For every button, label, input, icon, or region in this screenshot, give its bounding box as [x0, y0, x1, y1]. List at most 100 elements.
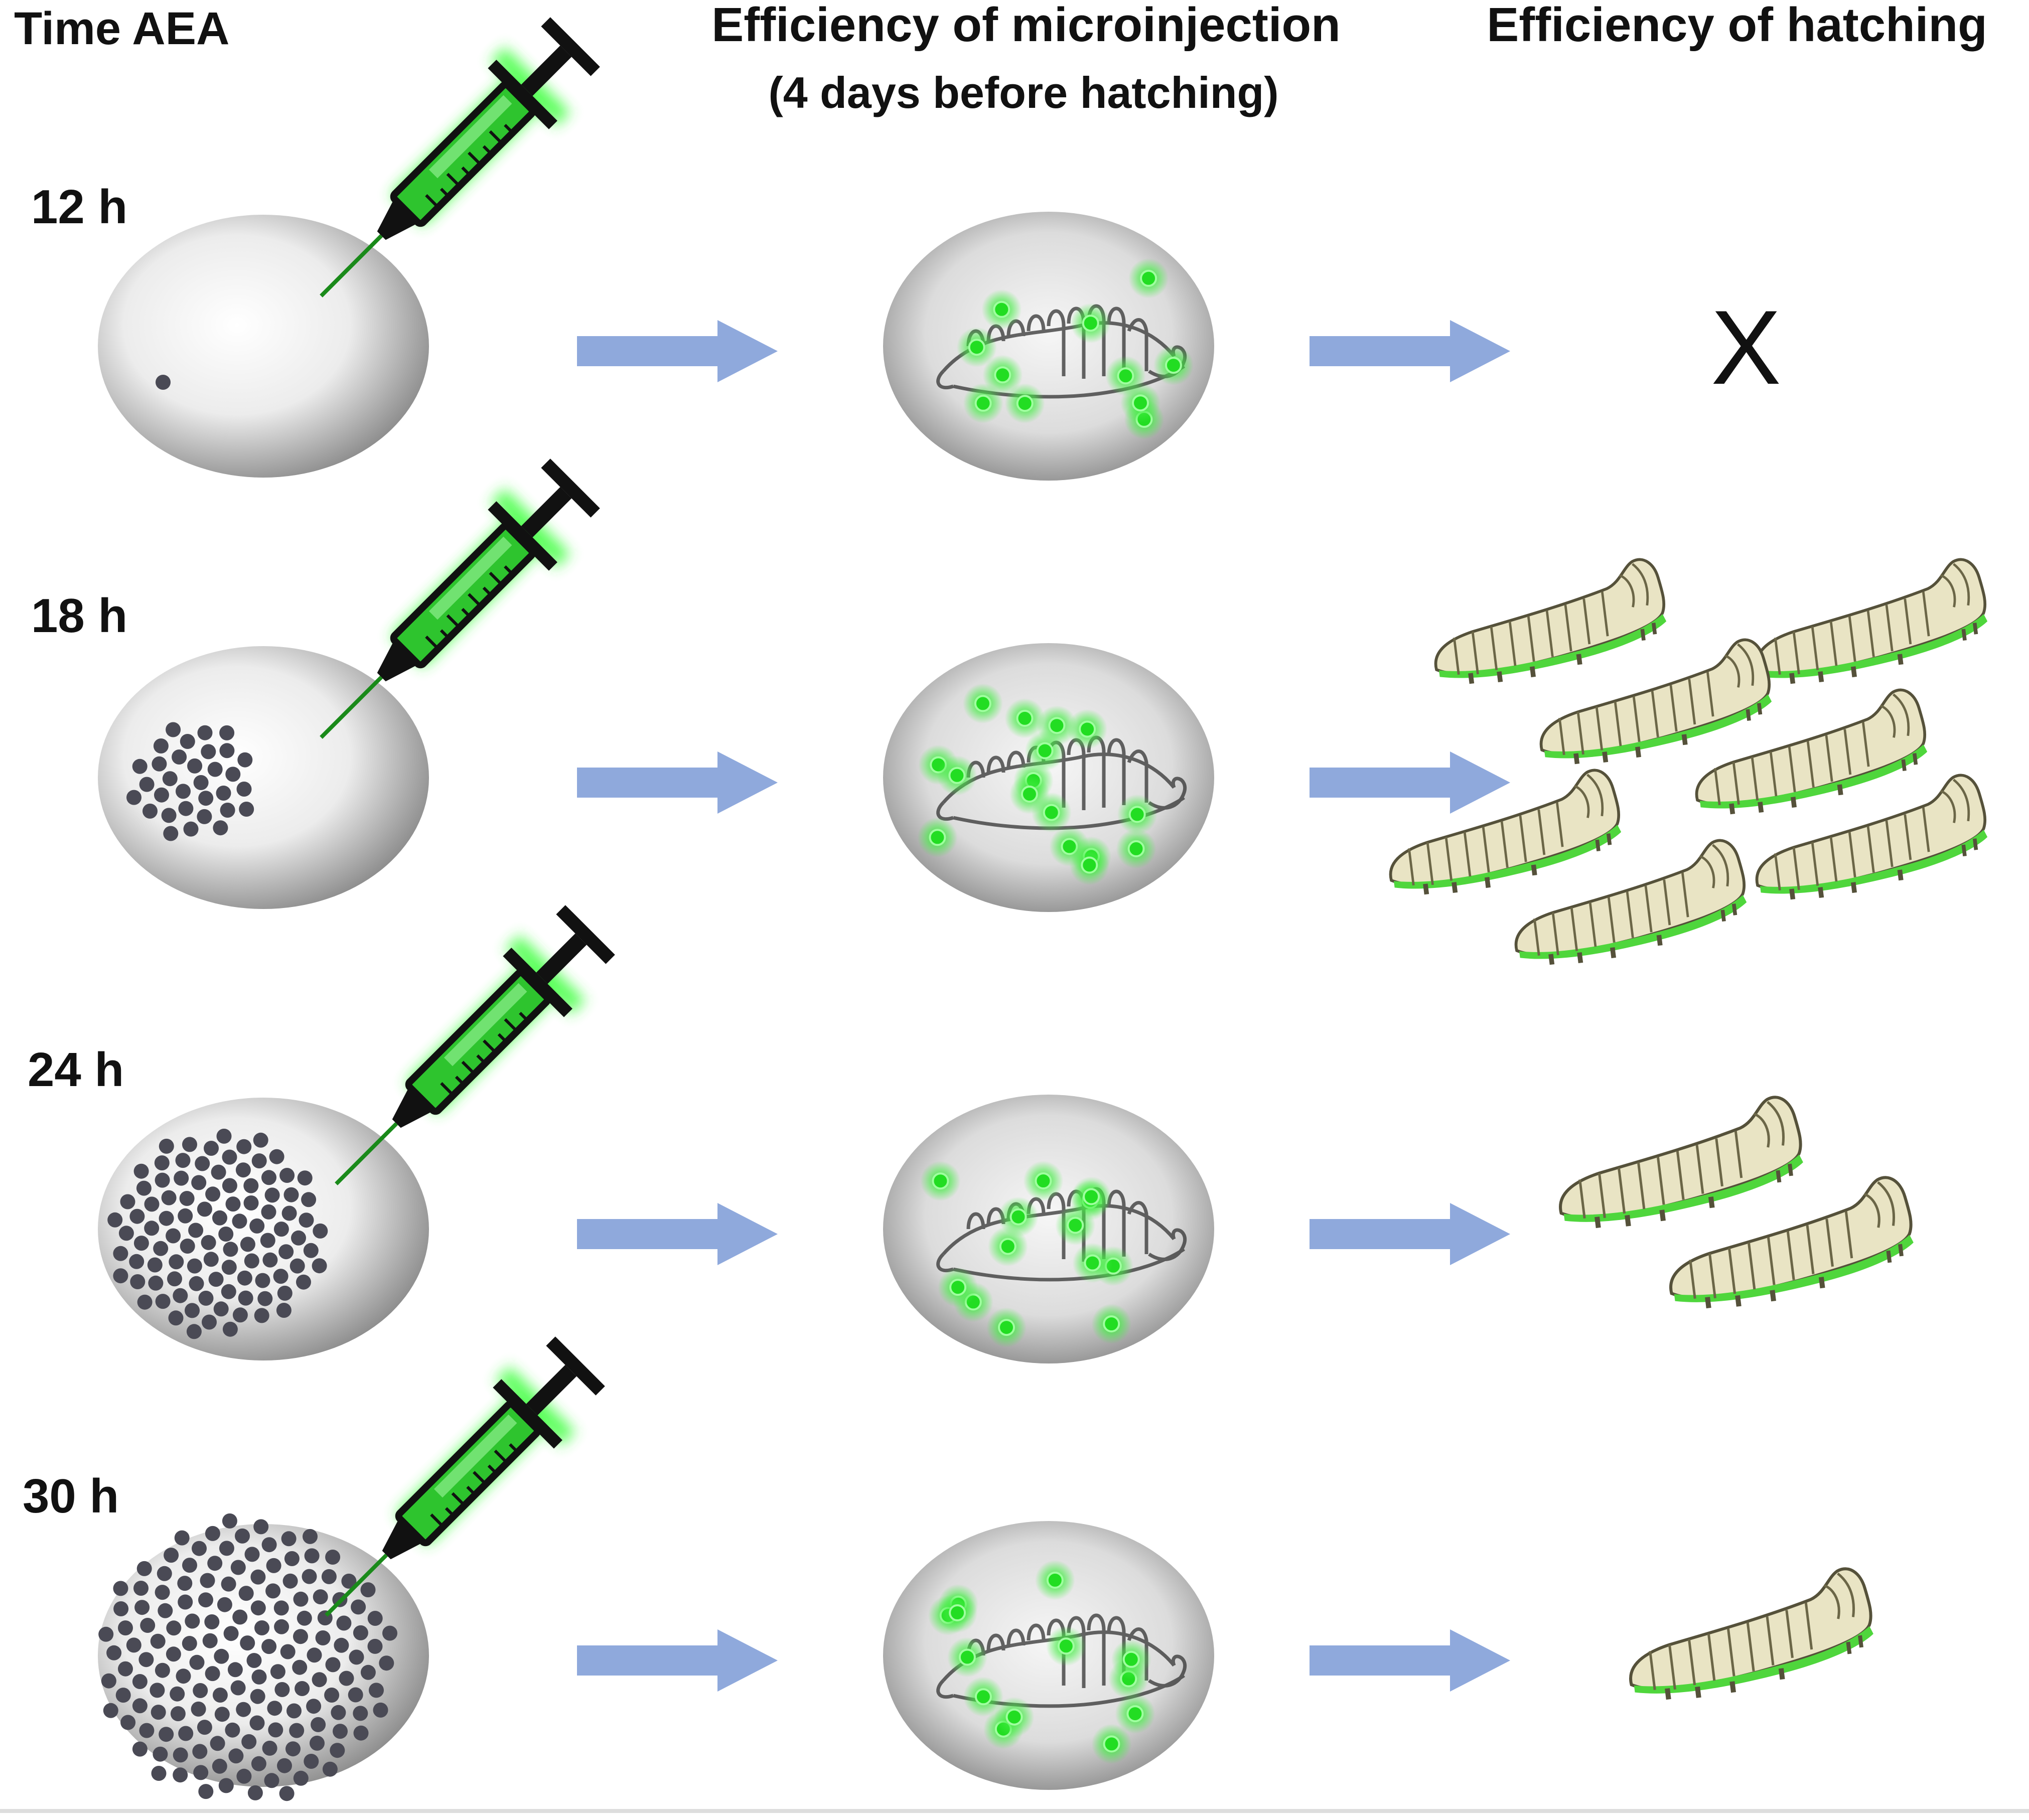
nucleus-dot [295, 1681, 310, 1696]
nucleus-dot [166, 722, 181, 737]
nucleus-dot [232, 1609, 248, 1625]
nucleus-dot [296, 1274, 311, 1290]
nucleus-dot [334, 1637, 349, 1653]
gfp-cell [1083, 1188, 1100, 1205]
nucleus-dot [151, 1766, 167, 1781]
gfp-cell [974, 394, 992, 412]
hatching-outcome: X [1711, 288, 1781, 406]
nucleus-dot [348, 1687, 363, 1703]
nucleus-dot [139, 777, 155, 792]
nucleus-dot [212, 1210, 227, 1226]
nucleus-dot [266, 1558, 281, 1573]
nucleus-dot [281, 1531, 297, 1547]
nucleus-dot [244, 1547, 260, 1562]
nucleus-dot [303, 1529, 318, 1544]
gfp-cell [1126, 1705, 1144, 1723]
nucleus-dot [138, 1652, 154, 1667]
gfp-cell [1005, 1708, 1023, 1726]
nucleus-dot [325, 1550, 341, 1565]
nucleus-dot [238, 1290, 253, 1306]
nucleus-dot [304, 1754, 319, 1769]
nucleus-dot [192, 1744, 208, 1759]
nucleus-dot [325, 1657, 341, 1673]
nucleus-dot [240, 1237, 255, 1252]
nucleus-dot [197, 1720, 212, 1735]
nucleus-dot [204, 1141, 219, 1156]
nucleus-dot [164, 1548, 179, 1563]
nucleus-dot [216, 1128, 232, 1144]
gfp-cell [949, 1604, 966, 1621]
gfp-cell [1165, 357, 1182, 374]
nucleus-dot [172, 749, 187, 765]
gfp-cell [968, 339, 985, 356]
nucleus-dot [202, 1314, 217, 1330]
nucleus-dot [182, 1636, 197, 1651]
nucleus-dot [198, 1784, 214, 1799]
nucleus-dot [221, 1576, 236, 1592]
nucleus-dot [286, 1703, 302, 1719]
nucleus-dot [312, 1672, 327, 1688]
nucleus-dot [273, 1222, 289, 1237]
syringe-icon [288, 451, 608, 770]
nucleus-dot [214, 1648, 229, 1664]
nucleus-dot [155, 1294, 171, 1309]
nucleus-dot [277, 1285, 293, 1301]
nucleus-dot [244, 1253, 259, 1269]
nucleus-dot [382, 1625, 397, 1641]
nucleus-dot [197, 725, 213, 740]
nucleus-dot [251, 1669, 267, 1685]
nucleus-dot [373, 1702, 388, 1718]
nucleus-dot [178, 1208, 193, 1224]
nucleus-dot [201, 744, 216, 760]
nuclei-cluster [156, 375, 171, 390]
nucleus-dot [261, 1204, 276, 1220]
nucleus-dot [301, 1192, 317, 1207]
nucleus-dot [307, 1647, 322, 1663]
nucleus-dot [207, 1556, 223, 1571]
nucleus-dot [321, 1569, 337, 1584]
nucleus-dot [179, 1191, 195, 1206]
nucleus-dot [360, 1664, 376, 1680]
nucleus-dot [218, 1227, 234, 1242]
gfp-cell [1067, 1217, 1084, 1234]
nucleus-dot [260, 1233, 275, 1248]
nucleus-dot [219, 743, 235, 759]
gfp-cell [1021, 786, 1038, 803]
nucleus-dot [218, 1778, 234, 1793]
gfp-cell [949, 1279, 967, 1296]
developing-embryo-egg [883, 212, 1214, 481]
nucleus-dot [139, 1723, 155, 1738]
nucleus-dot [132, 1674, 148, 1689]
nucleus-dot [236, 1702, 251, 1717]
nucleus-dot [339, 1671, 354, 1686]
silkworm-larva-icon [1747, 557, 1992, 690]
silkworm-larva-icon [1621, 1566, 1879, 1706]
gfp-cell [1127, 840, 1145, 857]
nucleus-dot [126, 790, 141, 805]
nucleus-dot [156, 375, 171, 390]
arrow-to-hatching [1310, 751, 1510, 814]
nucleus-dot [304, 1548, 320, 1564]
nucleus-dot [189, 1276, 204, 1291]
nucleus-dot [333, 1724, 348, 1739]
gfp-cell [1084, 1254, 1101, 1272]
nucleus-dot [212, 1758, 227, 1774]
developing-embryo-egg [883, 1095, 1214, 1363]
gfp-cell [958, 1648, 976, 1666]
nucleus-dot [249, 1715, 265, 1731]
nucleus-dot [118, 1620, 133, 1636]
nucleus-dot [222, 1321, 238, 1337]
nucleus-dot [187, 758, 203, 774]
nucleus-dot [297, 1610, 312, 1626]
nucleus-dot [219, 725, 235, 740]
nucleus-dot [132, 1698, 148, 1714]
nucleus-dot [169, 1254, 184, 1270]
injected-egg [98, 1098, 429, 1360]
nucleus-dot [187, 1258, 202, 1274]
microinjection-note: (4 days before hatching) [768, 68, 1278, 117]
gfp-cell [1009, 1208, 1027, 1226]
nucleus-dot [154, 787, 169, 803]
nucleus-dot [289, 1258, 305, 1274]
nucleus-dot [155, 1585, 170, 1600]
nucleus-dot [130, 1274, 146, 1289]
